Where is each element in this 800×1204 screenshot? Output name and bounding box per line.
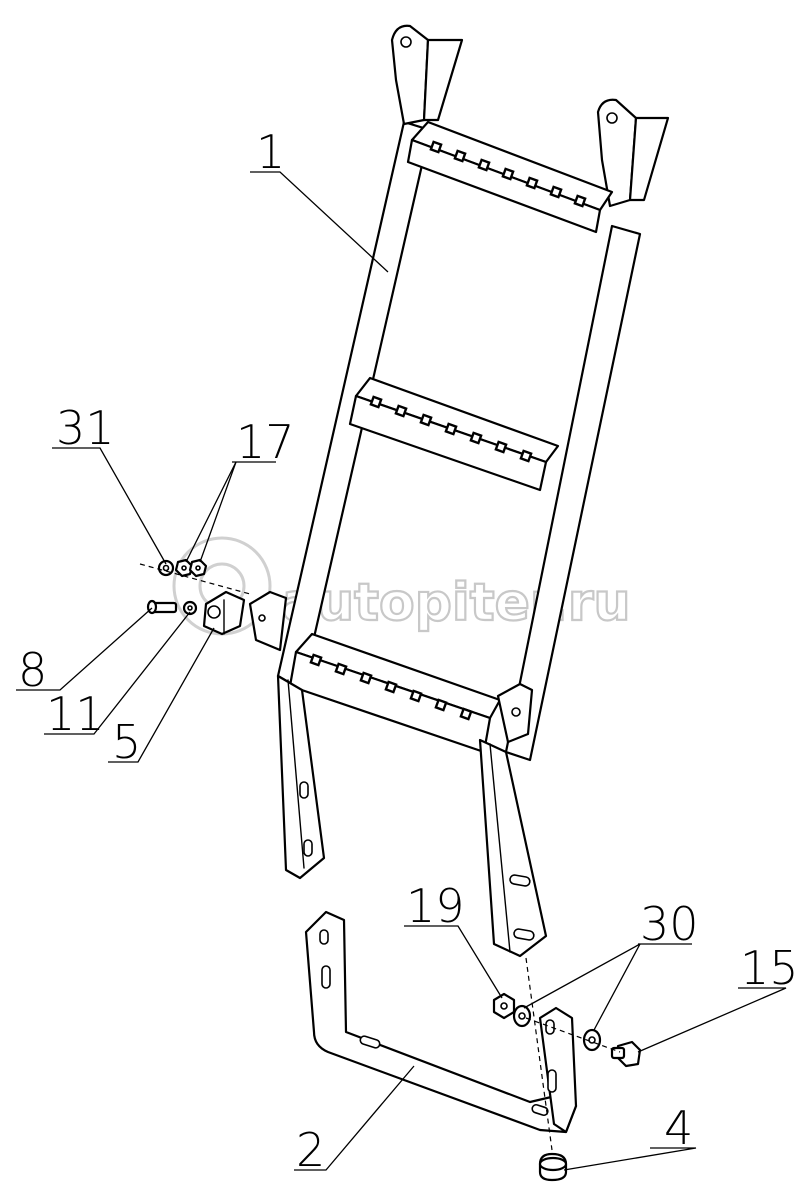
part-31-washer	[157, 559, 175, 577]
ladder-step-bottom	[288, 632, 502, 754]
watermark-text: autopiter.ru	[282, 573, 631, 633]
callout-31: 31	[56, 401, 115, 455]
part-4-plug	[538, 1152, 568, 1182]
ladder-lower-left-leg	[276, 674, 326, 880]
callout-4: 4	[664, 1101, 693, 1155]
step-top-slots	[429, 140, 587, 208]
u-bracket	[304, 910, 578, 1134]
ladder-assembly	[248, 24, 670, 958]
centerline-bolt-15	[525, 1017, 621, 1053]
part-30-washers	[512, 1004, 602, 1052]
leader-lines	[16, 171, 787, 1171]
callout-numbers: 1 31 17 8 11 5 19 30 15 2 4	[18, 125, 799, 1177]
ladder-step-middle	[348, 376, 560, 492]
ladder-right-rail	[504, 224, 642, 762]
callout-30: 30	[640, 897, 699, 951]
part-5-block	[202, 590, 246, 636]
ladder-lower-right-leg	[478, 738, 548, 958]
callout-1: 1	[256, 125, 285, 179]
ladder-top-right-hook	[596, 98, 638, 208]
step-middle-slots	[369, 395, 533, 463]
part-8-bolt	[146, 599, 178, 615]
callout-11: 11	[46, 687, 105, 741]
callout-5: 5	[112, 715, 141, 769]
callout-8: 8	[18, 643, 47, 697]
watermark: autopiter.ru	[172, 536, 632, 636]
step-bottom-slots	[309, 653, 473, 721]
ladder-top-left-hook	[390, 24, 430, 126]
part-17-nuts	[174, 558, 208, 578]
part-19-nut	[492, 992, 516, 1020]
ladder-step-top	[406, 120, 614, 234]
ladder-left-mount-tab	[248, 590, 288, 652]
part-15-bolt	[610, 1040, 642, 1068]
centerline-upper	[139, 563, 251, 595]
callout-15: 15	[740, 941, 799, 995]
part-11-washer	[182, 600, 198, 616]
callout-2: 2	[296, 1123, 325, 1177]
callout-19: 19	[406, 879, 465, 933]
callout-17: 17	[236, 415, 295, 469]
